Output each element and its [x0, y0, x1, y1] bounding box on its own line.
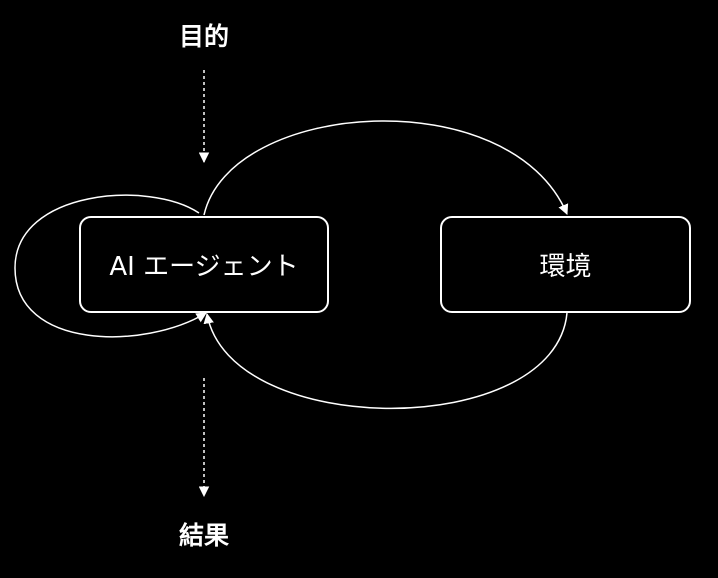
- result-label: 結果: [178, 521, 229, 550]
- action-arc: [203, 120, 569, 216]
- agent-node-label: AI エージェント: [109, 252, 299, 282]
- feedback-arc: [203, 312, 568, 409]
- environment-node-label: 環境: [539, 252, 592, 282]
- agent-node: AI エージェント: [79, 216, 329, 313]
- goal-label: 目的: [178, 22, 229, 51]
- self-loop-arc: [14, 194, 207, 338]
- environment-node: 環境: [440, 216, 691, 313]
